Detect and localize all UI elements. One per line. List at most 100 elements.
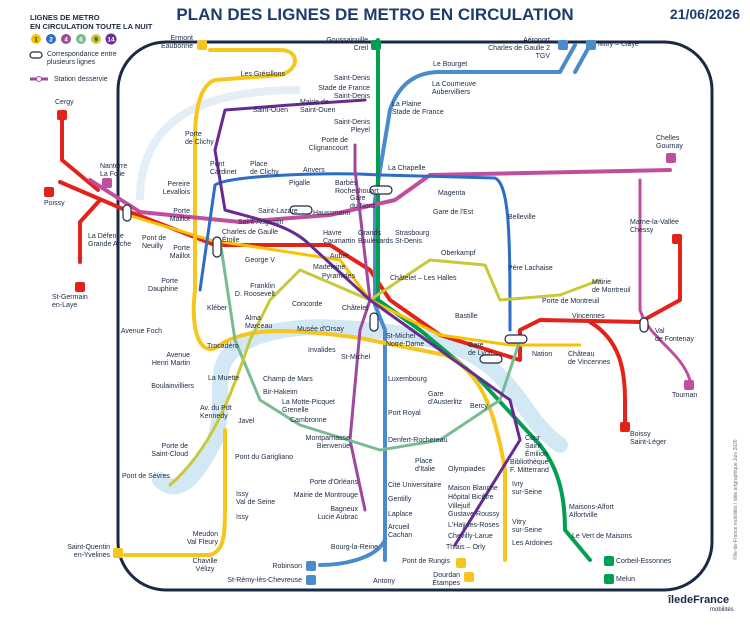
rer-c-badge	[464, 572, 474, 582]
page-title: PLAN DES LIGNES DE METRO EN CIRCULATION	[176, 5, 573, 24]
rer-e-tournan	[638, 178, 692, 382]
rer-b-badge	[586, 40, 596, 50]
station-luxembourg: Luxembourg	[388, 376, 427, 383]
rer-a-branch-cergy	[60, 116, 100, 192]
rer-d-badge	[604, 556, 614, 566]
seine-river	[152, 319, 568, 495]
metro-9-line	[168, 258, 602, 487]
station-les-ardoines: Les Ardoines	[512, 540, 553, 547]
station-bir-hakeim: Bir-Hakeim	[263, 389, 298, 396]
date-label: 21/06/2026	[670, 6, 740, 22]
rer-e-badge	[684, 380, 694, 390]
interchange-gare-de-lyon	[479, 354, 503, 364]
rer-b-branch	[318, 538, 387, 567]
rer-a-badge	[44, 187, 54, 197]
station-pigalle: Pigalle	[289, 180, 310, 187]
correspondance-symbol	[29, 51, 43, 59]
rer-a-badge	[75, 282, 85, 292]
line-6-badge	[76, 34, 86, 44]
station-port-royal: Port Royal	[388, 410, 421, 417]
rer-b-line	[373, 43, 577, 562]
legend-station: Station desservie	[54, 76, 108, 83]
line-9-badge-text: 9	[94, 37, 98, 44]
rer-e-badge	[102, 178, 112, 188]
station-le-vert: Le Vert de Maisons	[572, 533, 632, 540]
station-antony: Antony	[373, 578, 395, 585]
station-issy: Issy	[236, 514, 249, 521]
station-belleville: Belleville	[508, 214, 536, 221]
rer-c-badge	[456, 558, 466, 568]
station-haussmann: Haussmann	[313, 210, 350, 217]
station-mairie-montrouge: Mairie de Montrouge	[294, 492, 358, 499]
rer-d-badge	[371, 40, 381, 50]
legend-heading-2: EN CIRCULATION TOUTE LA NUIT	[30, 22, 153, 31]
station-boulainvilliers: Boulainvilliers	[151, 383, 194, 390]
interchange-saint-lazare	[289, 205, 313, 215]
rer-a-branch-stgermain	[78, 198, 102, 264]
station-le-bourget: Le Bourget	[433, 61, 467, 68]
station-concorde: Concorde	[292, 301, 322, 308]
station-maison-blanche: Maison Blanche	[448, 485, 498, 492]
metro-6-line	[218, 238, 522, 452]
station-vincennes: Vincennes	[572, 313, 605, 320]
station-symbol-dot	[36, 76, 42, 82]
metro-14-line	[213, 98, 522, 547]
interchange-etoile	[212, 236, 222, 258]
station-chatelet-les-halles: Châtelet – Les Halles	[390, 275, 457, 282]
station-bourg-la-reine: Bourg-la-Reine	[331, 544, 378, 551]
station-laplace: Laplace	[388, 511, 413, 518]
station-anvers: Anvers	[303, 167, 325, 174]
interchange-chatelet	[369, 312, 379, 332]
map-frame	[116, 40, 714, 592]
station-pyramides: Pyramides	[322, 273, 356, 280]
brand-logo: îledeFrance	[667, 594, 729, 606]
line-6-badge-text: 6	[79, 37, 83, 44]
station-la-muette: La Muette	[208, 375, 239, 382]
station-pont-sevres: Pont de Sèvres	[122, 473, 170, 480]
station-saint-denis: Saint-Denis	[334, 75, 371, 82]
rer-d-badge	[604, 574, 614, 584]
station-trocadero: Trocadéro	[207, 343, 239, 350]
station-mitry: Mitry – Claye	[598, 41, 639, 48]
station-musee-orsay: Musée d'Orsay	[297, 326, 344, 333]
station-george-v: George V	[245, 257, 275, 264]
interchange-la-defense	[122, 204, 132, 222]
station-denfert: Denfert-Rochereau	[388, 437, 448, 444]
line-14-badge	[105, 33, 117, 45]
station-madeleine: Madeleine	[313, 264, 345, 271]
station-bastille: Bastille	[455, 313, 478, 320]
rer-e-badge	[666, 153, 676, 163]
station-gare-de-lest: Gare de l'Est	[433, 209, 473, 216]
